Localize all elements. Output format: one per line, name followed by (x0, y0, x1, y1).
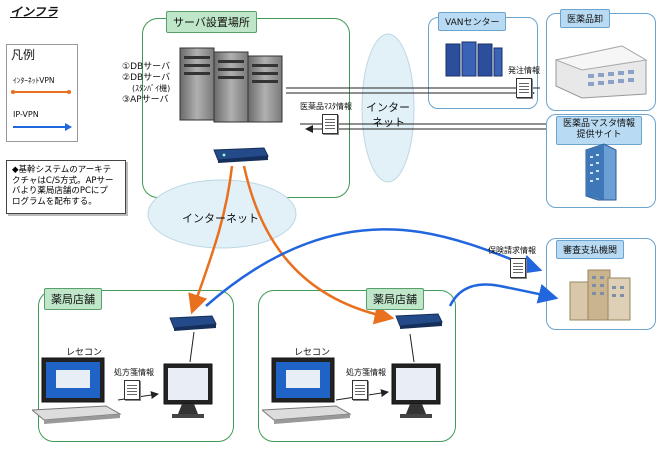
server-list-item-4: ③APサーバ (122, 95, 169, 105)
router-icon-store-1 (169, 315, 217, 331)
store-1-doc-label: 処方箋情報 (114, 368, 154, 377)
store-2-pc-label: レセコン (294, 348, 331, 358)
wholesaler-title: 医薬品卸 (560, 9, 611, 28)
master-site-title-line-2: 提供サイト (576, 130, 622, 141)
internet-cloud-right-label-1: インター (366, 101, 410, 114)
van-center-title: VANセンター (438, 12, 507, 31)
monitor-icon-store-2 (391, 363, 441, 418)
receipt-computer-icon-store-1 (32, 357, 122, 424)
server-list-item-3: (ｽﾀﾝﾊﾞｲ機) (132, 84, 171, 93)
legend-item-internet-vpn-label: ｲﾝﾀｰﾈｯﾄVPN (13, 76, 55, 85)
note-line-2: クチャはC/S方式。APサー (12, 175, 114, 186)
monitor-icon-store-1 (163, 363, 213, 418)
legend: 凡例 ｲﾝﾀｰﾈｯﾄVPN IP-VPN (6, 44, 78, 142)
note-line-1: ◆基幹システムのアーキテ (12, 165, 112, 175)
master-site-title: 医薬品マスタ情報 提供サイト (556, 116, 643, 145)
document-icon-claim-info (510, 258, 526, 278)
store-1-pc-label: レセコン (66, 348, 103, 358)
internet-cloud-center (147, 179, 297, 249)
master-info-doc-label: 医薬品ﾏｽﾀ情報 (300, 102, 352, 111)
legend-ip-vpn-line (13, 123, 72, 131)
document-icon-master-info (322, 114, 338, 134)
page-title: インフラ (10, 5, 58, 19)
building-icon-payment-org (569, 269, 631, 321)
claim-info-doc-label: 保険請求情報 (488, 246, 536, 255)
internet-cloud-right-label-2: ネット (372, 116, 405, 129)
master-site-title-line-1: 医薬品マスタ情報 (563, 119, 636, 129)
legend-internet-vpn-line (11, 90, 71, 94)
note-line-4: ログラムを配布する。 (12, 196, 97, 207)
router-icon-server-site (213, 147, 269, 163)
server-site-title: サーバ設置場所 (166, 11, 257, 33)
server-list-item-2: ②DBサーバ (122, 73, 171, 83)
document-icon-store-1-prescription (124, 380, 140, 400)
building-icon-wholesaler (554, 45, 648, 99)
router-icon-store-2 (395, 313, 443, 329)
store-2-title: 薬局店舗 (366, 288, 424, 310)
legend-title: 凡例 (11, 48, 36, 62)
architecture-note: ◆基幹システムのアーキテ クチャはC/S方式。APサー バより薬局店舗のPCにプ… (6, 160, 126, 214)
server-rack-icon (179, 47, 283, 123)
legend-item-ip-vpn-label: IP-VPN (13, 110, 39, 119)
server-list-item-1: ①DBサーバ (122, 62, 171, 72)
internet-cloud-center-label: インターネット (182, 212, 259, 225)
payment-org-title: 審査支払機関 (556, 240, 625, 259)
receipt-computer-icon-store-2 (262, 357, 352, 424)
order-info-doc-label: 発注情報 (508, 66, 540, 75)
store-1-title: 薬局店舗 (44, 288, 102, 310)
document-icon-order-info (516, 78, 532, 98)
note-line-3: バより薬局店舗のPCにプ (12, 186, 108, 197)
document-icon-store-2-prescription (352, 380, 368, 400)
datacenter-icon (445, 41, 503, 77)
internet-cloud-right (361, 33, 415, 183)
office-tower-icon (585, 143, 617, 201)
store-2-doc-label: 処方箋情報 (346, 368, 386, 377)
